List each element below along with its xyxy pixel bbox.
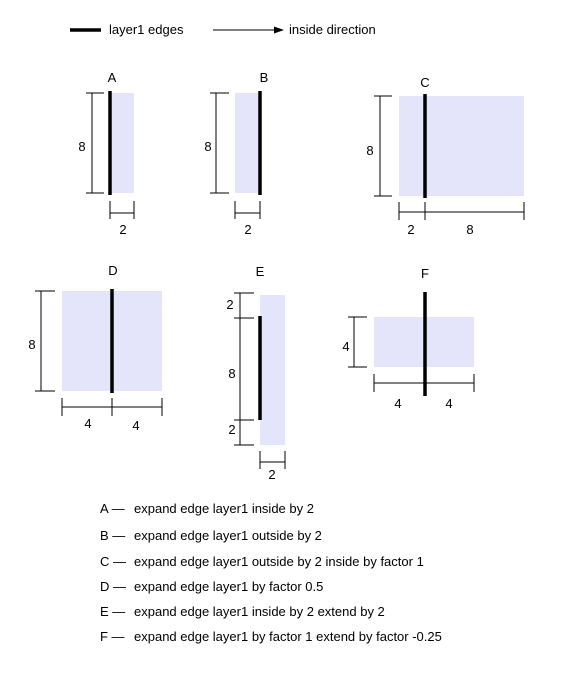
caption-text-b: expand edge layer1 outside by 2 bbox=[134, 528, 322, 543]
panel-c-height-dimension bbox=[374, 95, 392, 197]
panel-d-width-label-right: 4 bbox=[132, 418, 139, 433]
panel-a-title: A bbox=[108, 70, 117, 85]
panel-c-width-dimension bbox=[398, 202, 525, 220]
legend: layer1 edges inside direction bbox=[70, 22, 376, 37]
panel-f-width-label-left: 4 bbox=[394, 396, 401, 411]
caption-letter-d: D — bbox=[100, 579, 126, 594]
caption-letter-c: C — bbox=[100, 554, 126, 569]
caption-letter-e: E — bbox=[100, 604, 125, 619]
caption-letter-a: A — bbox=[100, 501, 125, 516]
panel-d: D 8 4 4 bbox=[28, 263, 163, 433]
panel-b-width-dimension bbox=[234, 201, 261, 219]
panel-a: A 8 2 bbox=[78, 70, 135, 237]
panel-e-width-label: 2 bbox=[268, 467, 275, 482]
panel-f: F 4 4 4 bbox=[342, 266, 475, 411]
panel-b-width-label: 2 bbox=[244, 222, 251, 237]
panel-f-width-dimension bbox=[373, 374, 475, 392]
panel-b-title: B bbox=[260, 70, 269, 85]
panel-c-expanded-region bbox=[399, 96, 524, 196]
panel-a-height-dimension bbox=[86, 92, 104, 194]
panel-e-height-dimension bbox=[234, 292, 254, 446]
panel-b-height-label: 8 bbox=[204, 139, 211, 154]
panel-a-expanded-region bbox=[110, 93, 134, 193]
panel-d-width-dimension bbox=[61, 398, 163, 416]
panel-d-width-label-left: 4 bbox=[84, 416, 91, 431]
caption-text-f: expand edge layer1 by factor 1 extend by… bbox=[134, 629, 442, 644]
captions: A — expand edge layer1 inside by 2 B — e… bbox=[100, 501, 442, 644]
panel-d-height-label: 8 bbox=[28, 337, 35, 352]
caption-text-a: expand edge layer1 inside by 2 bbox=[134, 501, 314, 516]
panel-c-width-label-outside: 2 bbox=[407, 222, 414, 237]
panel-f-height-label: 4 bbox=[342, 339, 349, 354]
panel-a-width-label: 2 bbox=[119, 222, 126, 237]
panel-c-title: C bbox=[420, 75, 429, 90]
panel-e-title: E bbox=[256, 264, 265, 279]
panel-f-width-label-right: 4 bbox=[445, 396, 452, 411]
panel-f-height-dimension bbox=[348, 316, 367, 368]
panel-e-height-label-middle: 8 bbox=[228, 366, 235, 381]
panel-d-height-dimension bbox=[35, 290, 55, 392]
caption-text-e: expand edge layer1 inside by 2 extend by… bbox=[134, 604, 385, 619]
panel-e-expanded-region bbox=[260, 295, 285, 445]
panel-b: B 8 2 bbox=[204, 70, 268, 237]
panel-b-expanded-region bbox=[235, 93, 260, 193]
caption-letter-b: B — bbox=[100, 528, 125, 543]
panel-c: C 8 2 8 bbox=[366, 75, 525, 237]
caption-text-c: expand edge layer1 outside by 2 inside b… bbox=[134, 554, 424, 569]
panel-a-width-dimension bbox=[109, 201, 135, 219]
panel-c-width-label-inside: 8 bbox=[466, 222, 473, 237]
panel-e: E 2 8 2 2 bbox=[226, 264, 286, 482]
panel-f-title: F bbox=[421, 266, 429, 281]
arrow-head-icon bbox=[274, 26, 284, 34]
caption-letter-f: F — bbox=[100, 629, 125, 644]
panel-e-height-label-top: 2 bbox=[226, 297, 233, 312]
caption-text-d: expand edge layer1 by factor 0.5 bbox=[134, 579, 323, 594]
panel-e-height-label-bottom: 2 bbox=[228, 422, 235, 437]
legend-direction-label: inside direction bbox=[289, 22, 376, 37]
panel-a-height-label: 8 bbox=[78, 139, 85, 154]
panel-b-height-dimension bbox=[210, 92, 229, 194]
panel-c-height-label: 8 bbox=[366, 143, 373, 158]
legend-edge-label: layer1 edges bbox=[109, 22, 184, 37]
panel-e-width-dimension bbox=[259, 451, 286, 469]
panel-d-title: D bbox=[108, 263, 117, 278]
